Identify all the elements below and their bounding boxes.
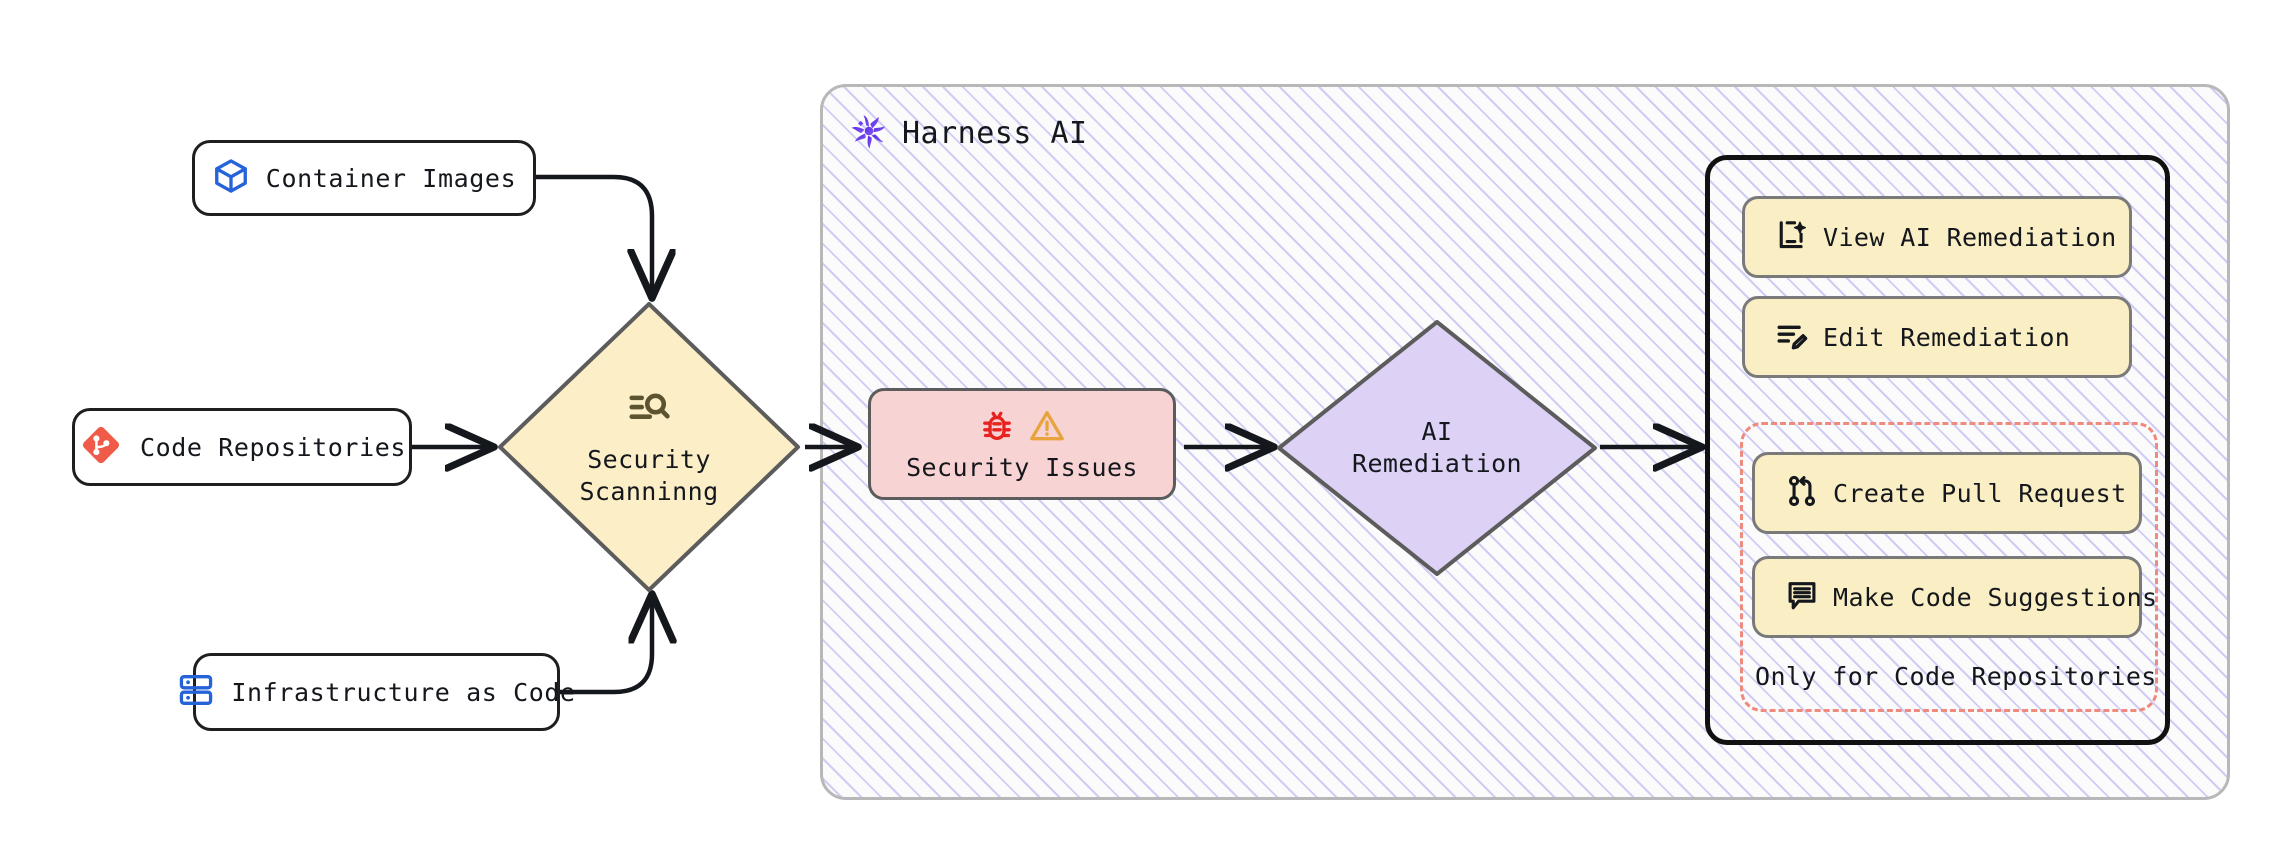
list-pencil-icon [1775, 318, 1809, 356]
comment-lines-icon [1785, 578, 1819, 616]
node-code-repositories-label: Code Repositories [139, 432, 407, 462]
node-code-repositories[interactable]: Code Repositories [72, 408, 412, 486]
ai-remediation-diamond-shape [1277, 320, 1597, 576]
action-make-code-suggestions-label: Make Code Suggestions [1833, 582, 2158, 612]
bug-icon [978, 407, 1016, 449]
harness-pinwheel-icon [850, 112, 888, 154]
action-make-code-suggestions[interactable]: Make Code Suggestions [1752, 556, 2157, 638]
harness-ai-title: Harness AI [902, 115, 1088, 151]
security-scanning-diamond-shape [498, 302, 800, 592]
warning-triangle-icon [1028, 407, 1066, 449]
list-search-icon [626, 386, 672, 436]
sparkle-document-icon [1775, 218, 1809, 256]
ai-actions-panel [1705, 155, 2170, 745]
security-issues-icon-row [978, 407, 1066, 449]
action-view-ai-remediation-label: View AI Remediation [1823, 222, 2117, 252]
node-security-issues-label: Security Issues [906, 452, 1138, 482]
harness-ai-title-group: Harness AI [850, 112, 1088, 154]
action-create-pull-request[interactable]: Create Pull Request [1752, 452, 2142, 534]
node-container-images-label: Container Images [265, 163, 517, 193]
node-infrastructure-as-code-label: Infrastructure as Code [231, 677, 576, 707]
code-repositories-only-group [1740, 422, 2158, 712]
action-view-ai-remediation[interactable]: View AI Remediation [1742, 196, 2132, 278]
container-cube-icon [212, 157, 250, 199]
code-repositories-only-note: Only for Code Repositories [1755, 662, 2157, 691]
node-security-issues[interactable]: Security Issues [868, 388, 1176, 500]
server-stack-icon [177, 671, 215, 713]
action-edit-remediation[interactable]: Edit Remediation [1742, 296, 2132, 378]
action-create-pull-request-label: Create Pull Request [1833, 478, 2127, 508]
node-ai-remediation[interactable]: AI Remediation [1272, 315, 1602, 581]
node-security-scanning-label: Security Scanninng [579, 445, 719, 506]
node-security-scanning[interactable]: Security Scanninng [492, 296, 806, 598]
action-edit-remediation-label: Edit Remediation [1823, 322, 2071, 352]
edge-container-images-to-scanning [536, 174, 652, 296]
node-ai-remediation-label: AI Remediation [1352, 417, 1522, 478]
node-infrastructure-as-code[interactable]: Infrastructure as Code [180, 653, 575, 731]
git-branch-diamond-icon [78, 422, 124, 472]
node-container-images[interactable]: Container Images [192, 140, 536, 216]
pull-request-icon [1785, 474, 1819, 512]
